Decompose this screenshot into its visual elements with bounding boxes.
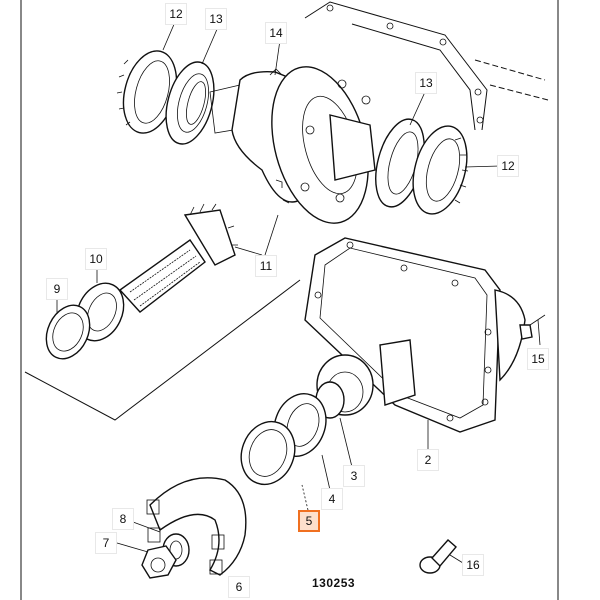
callout-16[interactable]: 16: [462, 554, 484, 576]
axle-housing: [304, 237, 526, 433]
callout-7[interactable]: 7: [95, 532, 117, 554]
shim: [45, 304, 91, 360]
callout-label: 13: [419, 76, 433, 90]
callout-label: 5: [305, 514, 313, 528]
crown-wheel-pinion: [118, 203, 238, 313]
callout-12-right[interactable]: 12: [497, 155, 519, 177]
callout-label: 4: [328, 492, 336, 506]
nut: [141, 545, 177, 579]
breather: [519, 314, 546, 340]
callout-2[interactable]: 2: [417, 449, 439, 471]
callout-5-selected[interactable]: 5: [298, 510, 320, 532]
callout-13-left[interactable]: 13: [205, 8, 227, 30]
callout-label: 8: [119, 512, 127, 526]
callout-label: 15: [531, 352, 545, 366]
callout-10[interactable]: 10: [85, 248, 107, 270]
callout-label: 9: [53, 282, 61, 296]
callout-label: 16: [466, 558, 480, 572]
callout-label: 11: [259, 259, 273, 273]
oil-seal: [240, 420, 296, 486]
drive-flange: [146, 477, 247, 576]
callout-11[interactable]: 11: [255, 255, 277, 277]
callout-4[interactable]: 4: [321, 488, 343, 510]
callout-label: 7: [102, 536, 110, 550]
differential-assembly: [209, 66, 376, 224]
leader-lines: [56, 21, 541, 564]
callout-8[interactable]: 8: [112, 508, 134, 530]
callout-6[interactable]: 6: [228, 576, 250, 598]
callout-15[interactable]: 15: [527, 348, 549, 370]
callout-label: 14: [269, 26, 283, 40]
callout-label: 12: [501, 159, 515, 173]
bearing-cone-left: [116, 50, 178, 134]
bolt: [419, 539, 457, 574]
callout-label: 3: [350, 469, 358, 483]
housing-cover-gasket: [304, 1, 549, 131]
callout-3[interactable]: 3: [343, 465, 365, 487]
bearing-cup-left: [165, 61, 215, 145]
pinion-group-outline: [24, 279, 301, 421]
callout-12-left[interactable]: 12: [165, 3, 187, 25]
callout-label: 6: [235, 580, 243, 594]
callout-label: 2: [424, 453, 432, 467]
callout-14[interactable]: 14: [265, 22, 287, 44]
callout-label: 12: [169, 7, 183, 21]
callout-label: 13: [209, 12, 223, 26]
callout-label: 10: [89, 252, 103, 266]
bearing-cone-right: [412, 125, 469, 215]
callout-13-right[interactable]: 13: [415, 72, 437, 94]
figure-number: 130253: [312, 576, 356, 590]
callout-9[interactable]: 9: [46, 278, 68, 300]
